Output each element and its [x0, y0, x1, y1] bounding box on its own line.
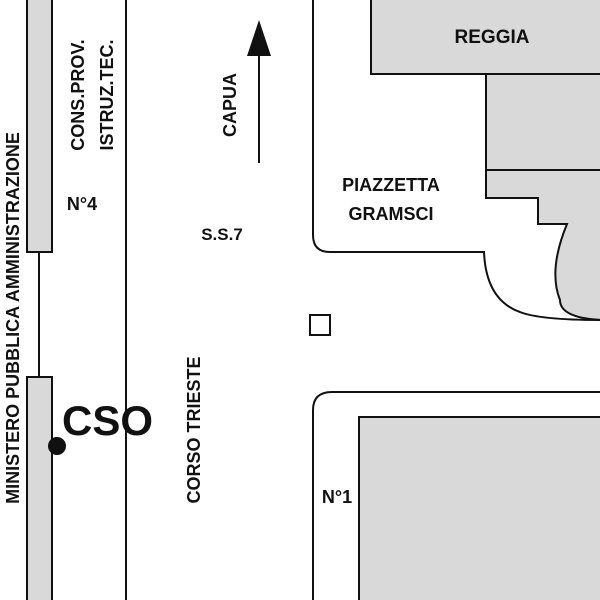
- building-reggia-wing[interactable]: [485, 73, 600, 321]
- label-piazzetta-line2: GRAMSCI: [349, 204, 434, 224]
- lower-block-outline: [312, 391, 600, 600]
- building-n1[interactable]: [358, 416, 600, 600]
- label-civic-n1: N°1: [322, 487, 352, 507]
- arrow-up-icon: [247, 20, 271, 163]
- label-cons-prov-line1: CONS.PROV.: [68, 39, 88, 150]
- label-capua: CAPUA: [220, 73, 240, 137]
- building-reggia[interactable]: [370, 0, 600, 75]
- label-corso-trieste: CORSO TRIESTE: [184, 356, 204, 503]
- building-ministero-upper[interactable]: [26, 0, 53, 253]
- dot-marker-icon[interactable]: [48, 437, 66, 455]
- label-reggia: REGGIA: [455, 27, 530, 48]
- label-piazzetta-line1: PIAZZETTA: [342, 175, 440, 195]
- label-civic-n4: N°4: [67, 194, 97, 214]
- piazzetta-gramsci-outline: [312, 0, 600, 321]
- building-ministero-lower[interactable]: [26, 376, 53, 600]
- label-cso: CSO: [62, 397, 153, 444]
- square-marker-icon[interactable]: [309, 314, 331, 336]
- label-ministero: MINISTERO PUBBLICA AMMINISTRAZIONE: [3, 132, 23, 504]
- label-cons-prov-line2: ISTRUZ.TEC.: [97, 40, 117, 151]
- label-ss7: S.S.7: [201, 225, 243, 244]
